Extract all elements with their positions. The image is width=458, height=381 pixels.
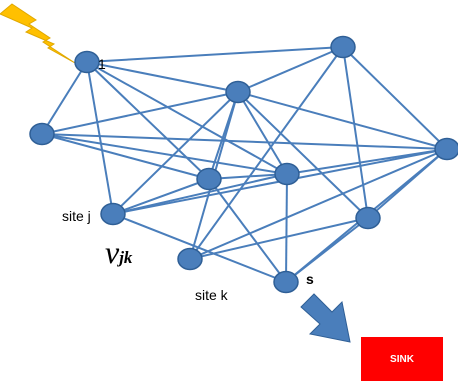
edge-n5-n9 <box>112 178 210 215</box>
edge-n2-n10 <box>189 46 344 260</box>
edge-n1-n3 <box>86 61 239 93</box>
edge-n8-n10 <box>189 217 369 260</box>
edge-n1-n9 <box>86 61 114 215</box>
edge-n6-n7 <box>286 148 448 175</box>
edge-n3-n9 <box>112 91 239 215</box>
edge-n3-n7 <box>237 91 448 150</box>
site-k-label: site k <box>195 287 228 303</box>
node-n1 <box>74 50 100 74</box>
transition-rate-label: vjk <box>105 234 132 271</box>
edge-n5-n6 <box>208 173 288 180</box>
node-n10 <box>177 247 203 271</box>
edge-n2-n7 <box>342 46 448 150</box>
edge-n7-n10 <box>189 148 448 260</box>
node-1-label: 1 <box>98 56 106 72</box>
node-group <box>29 35 458 294</box>
edge-n1-n6 <box>86 61 288 175</box>
edge-n3-n6 <box>237 91 288 175</box>
edge-n8-n11 <box>285 217 369 283</box>
node-n2 <box>330 35 356 59</box>
sink-box: SINK <box>361 337 443 381</box>
edge-n3-n8 <box>237 91 369 219</box>
node-n8 <box>355 206 381 230</box>
edge-n6-n11 <box>285 173 288 283</box>
node-n7 <box>434 137 458 161</box>
edge-n3-n4 <box>41 91 239 135</box>
edge-n1-n2 <box>86 46 344 63</box>
edge-n4-n6 <box>41 133 288 175</box>
node-n4 <box>29 122 55 146</box>
rate-subscript: jk <box>119 248 133 267</box>
node-n9 <box>100 202 126 226</box>
node-n11 <box>273 270 299 294</box>
sink-node-s-label: s <box>306 271 314 287</box>
lightning-bolt-icon <box>0 3 76 64</box>
edge-n1-n4 <box>41 61 88 135</box>
edge-n4-n7 <box>41 133 448 150</box>
edge-n1-n5 <box>86 61 210 180</box>
node-n3 <box>225 80 251 104</box>
edge-n9-n11 <box>112 213 287 283</box>
down-right-arrow-icon <box>300 293 351 343</box>
edge-n2-n8 <box>342 46 369 219</box>
node-n5 <box>196 167 222 191</box>
edge-n5-n11 <box>208 178 287 283</box>
node-n6 <box>274 162 300 186</box>
site-j-label: site j <box>62 208 91 224</box>
edge-n2-n3 <box>237 46 344 93</box>
edge-n4-n5 <box>41 133 210 180</box>
edge-group <box>41 46 448 283</box>
edge-n6-n9 <box>112 173 288 215</box>
rate-symbol: v <box>105 234 120 270</box>
